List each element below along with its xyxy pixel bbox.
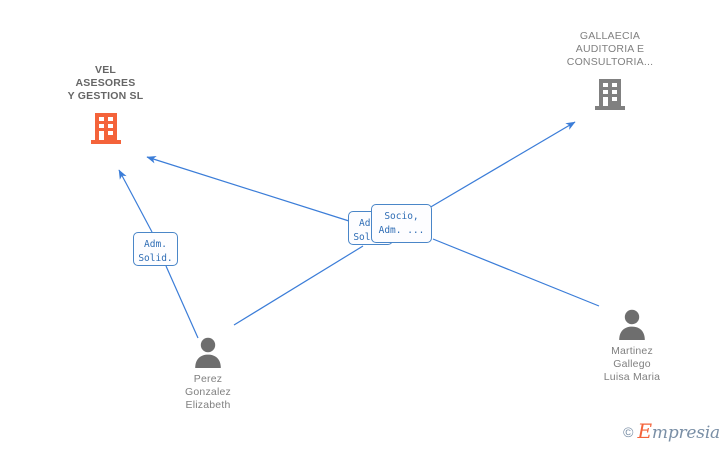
node-label-martinez-gallego-luisa-maria: Martinez Gallego Luisa Maria: [603, 345, 661, 383]
relation-label-adm-solid-left[interactable]: Adm. Solid.: [133, 232, 178, 266]
copyright-icon: ©: [623, 423, 634, 440]
edge-perez-to-adm-solid-box: [165, 265, 199, 339]
relation-label-socio-adm[interactable]: Socio, Adm. ...: [371, 204, 432, 243]
building-icon: [90, 113, 121, 144]
watermark-brand-initial: E: [637, 419, 653, 443]
edge-socio-box-to-gallaecia: [428, 121, 576, 209]
node-company-gallaecia[interactable]: GALLAECIA AUDITORIA E CONSULTORIA...: [536, 30, 684, 111]
node-company-vel[interactable]: VEL ASESORES Y GESTION SL: [38, 64, 173, 145]
watermark-brand-rest: mpresia: [651, 423, 720, 443]
edge-socio-box-to-martinez: [432, 238, 600, 307]
edge-perez-to-center-box: [233, 245, 364, 326]
watermark-empresia: © Empresia: [623, 421, 720, 442]
node-label-perez-gonzalez-elizabeth: Perez Gonzalez Elizabeth: [185, 373, 231, 411]
node-label-gallaecia: GALLAECIA AUDITORIA E CONSULTORIA...: [566, 30, 654, 68]
node-person-martinez-gallego-luisa-maria[interactable]: Martinez Gallego Luisa Maria: [574, 308, 690, 384]
watermark-brand: Empresia: [638, 421, 721, 442]
edge-adm-solid-box-to-vel: [118, 169, 153, 233]
building-icon: [595, 79, 625, 110]
person-icon: [619, 309, 645, 340]
node-person-perez-gonzalez-elizabeth[interactable]: Perez Gonzalez Elizabeth: [150, 336, 266, 412]
node-label-vel: VEL ASESORES Y GESTION SL: [67, 64, 144, 102]
edge-center-box-to-vel: [146, 156, 350, 222]
person-icon: [195, 337, 221, 368]
